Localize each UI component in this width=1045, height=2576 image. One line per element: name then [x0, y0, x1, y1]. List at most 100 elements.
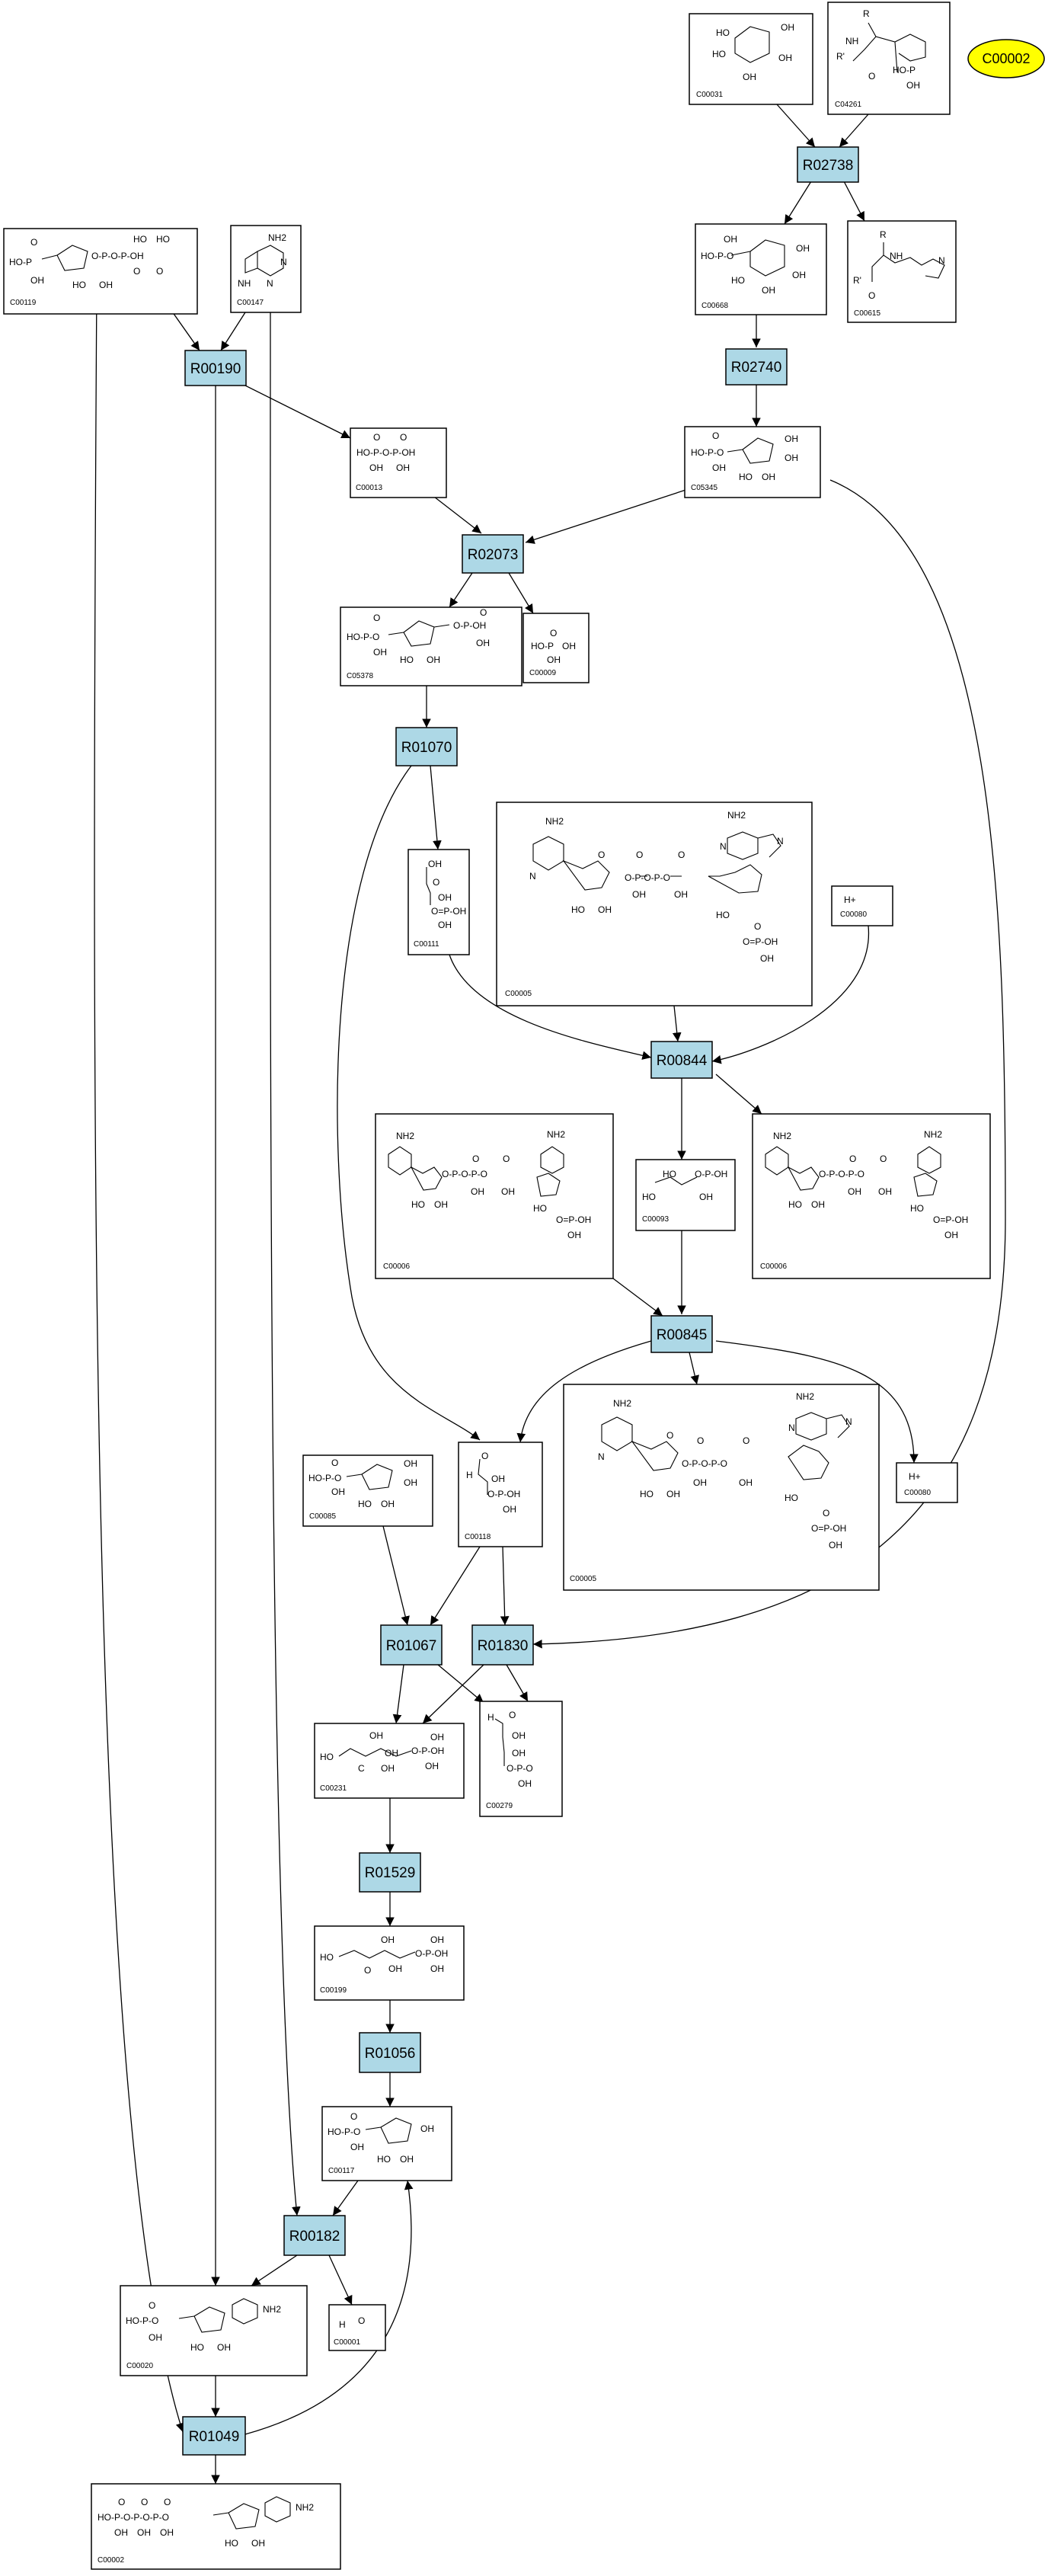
compound-c00111[interactable]: OH O OH O=P-OH OH C00111 [407, 849, 470, 955]
atom-label: O [480, 607, 487, 618]
atom-label: O [141, 2497, 148, 2507]
atom-label: R' [853, 275, 861, 286]
atom-label: OH [878, 1186, 892, 1197]
atom-label: O [666, 1430, 673, 1441]
compound-c00006b[interactable]: NH2 O-P-O-P-O O O OH OH HO OH NH2 HO O=P… [752, 1113, 991, 1279]
compound-id: C00002 [97, 2556, 124, 2565]
edge-r01070-c00118 [337, 765, 481, 1441]
atom-label: O [118, 2497, 125, 2507]
atom-label: OH [829, 1540, 842, 1550]
edge-r00190-c00013 [243, 384, 351, 439]
edge-r01067-c00231 [392, 1664, 404, 1724]
target-label: C00002 [982, 51, 1030, 66]
atom-label: OH [778, 53, 792, 63]
reaction-r00182[interactable]: R00182 [283, 2215, 346, 2256]
reaction-r00190[interactable]: R00190 [184, 350, 247, 386]
atom-label: HO-P-O-P-OH [356, 447, 415, 458]
atom-label: O [472, 1154, 479, 1164]
compound-c00031[interactable]: HO OH HO OH OH C00031 [689, 13, 813, 105]
atom-label: HO-P [9, 257, 32, 267]
reaction-r02738[interactable]: R02738 [797, 146, 859, 183]
atom-label: N [788, 1422, 795, 1433]
atom-label: HO [716, 27, 730, 38]
compound-c00093[interactable]: HO O-P-OH HO OH C00093 [635, 1159, 736, 1231]
compound-c00231[interactable]: OH HO OH O-P-OH OH OH C OH C00231 [314, 1723, 465, 1799]
reaction-r01830[interactable]: R01830 [471, 1624, 534, 1666]
atom-label: HO [712, 49, 726, 59]
compound-c00020[interactable]: O HO-P-O OH NH2 HO OH C00020 [120, 2285, 308, 2376]
compound-c00013[interactable]: O O HO-P-O-P-OH OH OH C00013 [350, 427, 447, 498]
atom-label: OH [420, 2123, 434, 2134]
atom-label: OH [428, 859, 442, 869]
compound-c00119[interactable]: O HO-P OH O-P-O-P-OH HO HO O O HO OH C00… [3, 228, 198, 315]
compound-c00080b[interactable]: H+ C00080 [896, 1462, 958, 1503]
atom-label: HO [739, 472, 753, 482]
atom-label: HO-P-O [691, 447, 724, 458]
atom-label: N [280, 257, 287, 267]
edge-r00844-c00006b [715, 1074, 762, 1115]
atom-label: O-P-OH [695, 1169, 727, 1179]
reaction-r02073[interactable]: R02073 [462, 534, 524, 574]
compound-c00118[interactable]: O H OH O-P-OH OH C00118 [458, 1442, 543, 1547]
reaction-r01529[interactable]: R01529 [359, 1852, 421, 1893]
atom-label: OH [512, 1730, 526, 1741]
atom-label: NH2 [545, 816, 564, 827]
edge-c00080a-r00844 [711, 925, 869, 1064]
compound-c00080a[interactable]: H+ C00080 [831, 885, 893, 926]
compound-c00009[interactable]: O HO-P OH OH C00009 [522, 613, 590, 683]
edge-r00845-c00080b [715, 1340, 919, 1464]
compound-c00005b[interactable]: NH2 N O O-P-O-P-O O O OH OH HO OH NH2 N … [563, 1384, 880, 1591]
atom-label: OH [796, 243, 810, 254]
reaction-r01049[interactable]: R01049 [182, 2416, 246, 2456]
compound-c00006a[interactable]: NH2 O-P-O-P-O O O OH OH HO OH NH2 HO O=P… [375, 1113, 614, 1279]
atom-label: O [509, 1710, 516, 1720]
compound-c00001[interactable]: H O C00001 [328, 2304, 386, 2351]
atom-label: HO [320, 1952, 334, 1963]
reaction-r00845[interactable]: R00845 [650, 1315, 713, 1353]
reaction-r01067[interactable]: R01067 [380, 1624, 443, 1666]
reaction-r01056[interactable]: R01056 [359, 2032, 421, 2073]
atom-label: OH [739, 1477, 753, 1488]
atom-label: O-P-OH [487, 1489, 520, 1499]
reaction-label: R02738 [803, 158, 854, 174]
compound-c00002[interactable]: O O O HO-P-O-P-O-P-O OH OH OH NH2 HO OH … [91, 2483, 341, 2570]
compound-c00005a[interactable]: NH2 N O O-P-O-P-O O O OH OH HO OH NH2 N … [496, 802, 813, 1006]
atom-label: O=P-OH [743, 936, 778, 947]
compound-c05378[interactable]: O HO-P-O OH O-P-OH O OH HO OH C05378 [340, 606, 522, 686]
target-node[interactable]: C00002 [967, 39, 1045, 78]
compound-c05345[interactable]: O HO-P-O OH OH OH HO OH C05345 [684, 426, 821, 498]
compound-c00117[interactable]: O HO-P-O OH OH HO OH C00117 [321, 2106, 452, 2181]
atom-label: HO [788, 1199, 802, 1210]
atom-label: OH [427, 654, 440, 665]
atom-label: O [636, 850, 643, 860]
atom-label: OH [388, 1963, 402, 1974]
reaction-r02740[interactable]: R02740 [725, 348, 788, 386]
compound-c00668[interactable]: OH HO-P-O OH HO OH OH C00668 [695, 223, 827, 315]
atom-label: HO [910, 1203, 924, 1214]
compound-c00085[interactable]: O HO-P-O OH OH OH HO OH C00085 [302, 1454, 433, 1527]
compound-c00615[interactable]: R NH R' O N C00615 [847, 220, 957, 323]
atom-label: O [503, 1154, 510, 1164]
compound-c00279[interactable]: H O OH OH O-P-O OH C00279 [479, 1701, 563, 1817]
compound-c04261[interactable]: R NH R' O HO-P OH C04261 [827, 2, 951, 115]
reaction-r01070[interactable]: R01070 [395, 727, 458, 766]
atom-label: O [598, 850, 605, 860]
edge-r02073-c00009 [508, 572, 534, 614]
atom-label: OH [781, 22, 794, 33]
compound-c00147[interactable]: NH2 N NH N C00147 [230, 225, 302, 313]
atom-label: R [880, 229, 887, 240]
atom-label: N [720, 841, 727, 852]
atom-label: O [481, 1451, 488, 1461]
atom-label: N [777, 836, 784, 846]
atom-label: OH [369, 462, 383, 473]
atom-label: O [823, 1508, 829, 1518]
compound-id: C00009 [529, 669, 556, 677]
compound-id: C00119 [10, 299, 37, 307]
atom-label: OH [760, 953, 774, 964]
reaction-r00844[interactable]: R00844 [650, 1041, 713, 1079]
atom-label: NH [890, 251, 903, 261]
atom-label: HO [358, 1499, 372, 1509]
edge-c00147-r00190 [220, 312, 246, 351]
compound-c00199[interactable]: OH HO O-P-OH OH OH O OH C00199 [314, 1925, 465, 2001]
